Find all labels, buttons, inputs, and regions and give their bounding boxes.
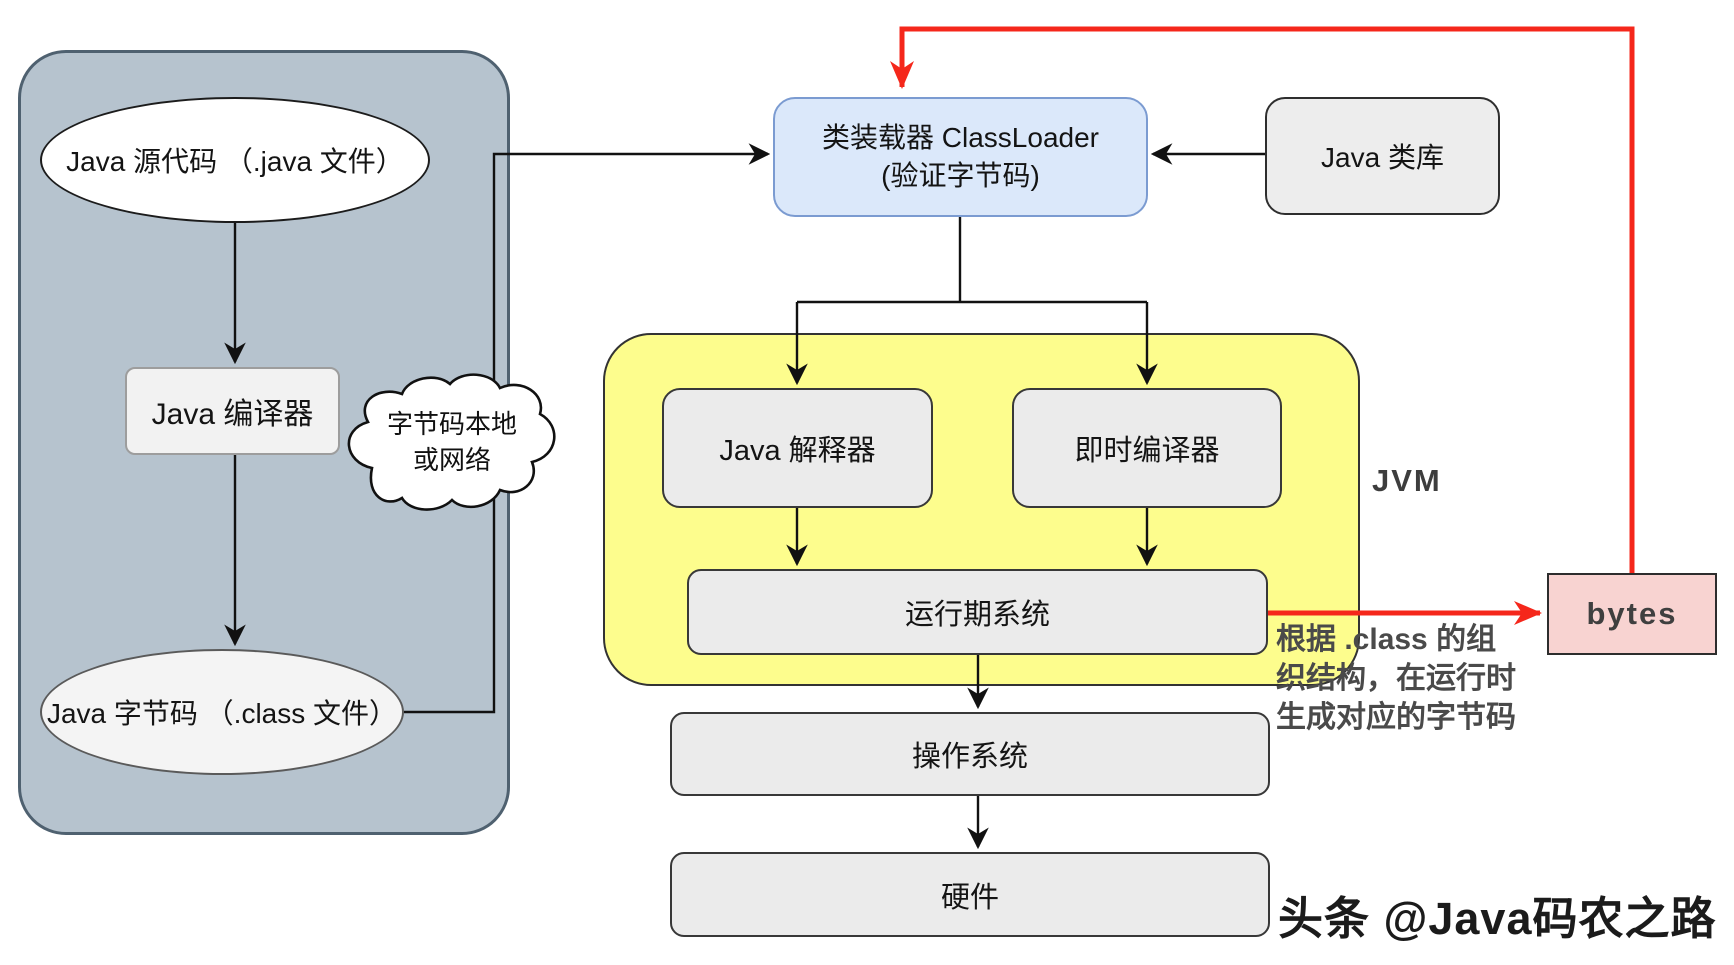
operating-system-label: 操作系统 [911,741,1028,773]
bytes-annotation-line2: 织结构，在运行时 [1276,662,1516,695]
jvm-label-text: JVM [1372,463,1442,498]
classloader-split-line [797,217,1147,304]
hardware-label: 硬件 [940,881,999,914]
runtime-system-label: 运行期系统 [904,599,1050,631]
watermark-text: 头条 @Java码农之路 [1278,892,1717,944]
classloader-box: 类装载器 ClassLoader (验证字节码) [773,97,1148,217]
jit-compiler-label: 即时编译器 [1074,435,1220,467]
bytes-label: bytes [1586,596,1678,631]
bytes-annotation-line1: 根据 .class 的组 [1276,623,1497,656]
cloud-label-line1: 字节码本地 [386,409,517,439]
watermark: 头条 @Java码农之路 [1278,884,1728,944]
bytes-box: bytes [1547,573,1717,655]
operating-system-box: 操作系统 [670,712,1270,796]
java-interpreter-box: Java 解释器 [662,388,933,508]
java-compiler-label: Java 编译器 [151,398,314,431]
jvm-label: JVM [1372,460,1502,502]
runtime-system-box: 运行期系统 [687,569,1268,655]
java-interpreter-label: Java 解释器 [719,435,876,467]
bytes-annotation-line3: 生成对应的字节码 [1276,701,1516,734]
java-compiler-box: Java 编译器 [125,367,340,455]
cloud-label: 字节码本地 或网络 [352,406,552,478]
classloader-label-line1: 类装载器 ClassLoader [822,122,1099,153]
java-bytecode-ellipse: Java 字节码 （.class 文件） [40,649,404,775]
cloud-label-line2: 或网络 [412,445,491,475]
java-source-label: Java 源代码 （.java 文件） [66,146,404,177]
bytes-annotation: 根据 .class 的组 织结构，在运行时 生成对应的字节码 [1276,620,1676,737]
hardware-box: 硬件 [670,852,1270,937]
java-library-label: Java 类库 [1321,142,1444,173]
java-bytecode-label: Java 字节码 （.class 文件） [46,698,398,729]
java-source-ellipse: Java 源代码 （.java 文件） [40,97,430,223]
java-library-box: Java 类库 [1265,97,1500,215]
jit-compiler-box: 即时编译器 [1012,388,1282,508]
classloader-label-line2: (验证字节码) [881,160,1040,191]
